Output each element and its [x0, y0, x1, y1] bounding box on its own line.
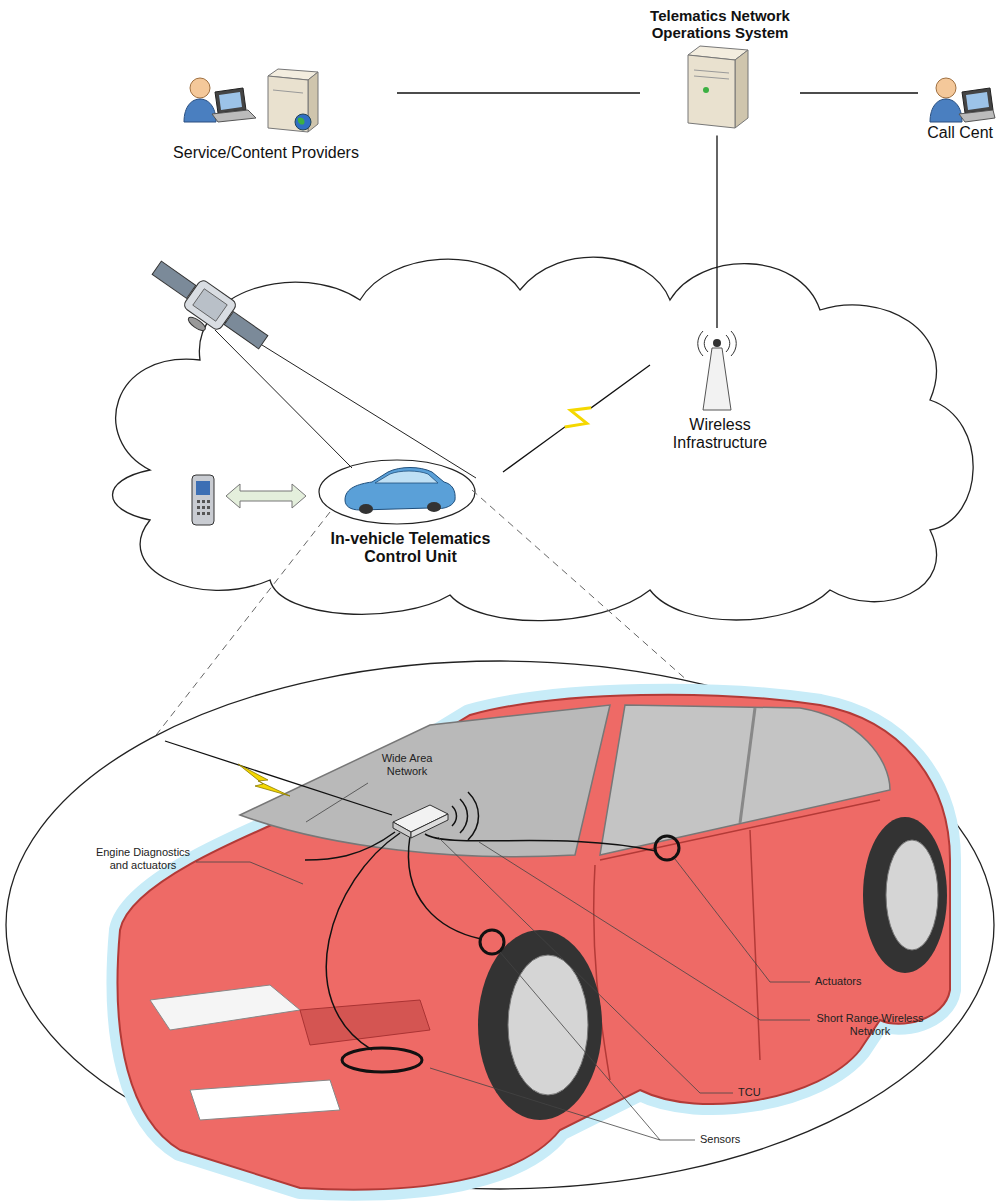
- callout-label: Actuators: [815, 975, 875, 988]
- callout-label: TCU: [738, 1086, 778, 1099]
- mobile-phone-icon: [192, 475, 214, 525]
- connector: [800, 92, 918, 93]
- connector: [503, 365, 650, 472]
- callout-label: Wide Area Network: [372, 752, 442, 778]
- car-illustration: [118, 695, 951, 1190]
- short-range-waves: [452, 792, 479, 840]
- label-holder: TCU: [738, 1086, 778, 1099]
- node-label: Wireless Infrastructure: [652, 416, 788, 453]
- content-server-icon: [268, 69, 318, 132]
- sensor-marker: [480, 930, 504, 954]
- callout-label: Engine Diagnostics and actuators: [92, 846, 194, 872]
- lightning-bolt: [238, 764, 290, 796]
- operations-server-icon: [688, 46, 748, 128]
- connector: [716, 136, 717, 329]
- actuator-marker: [655, 836, 679, 860]
- vehicle-wiring: [305, 832, 656, 1050]
- label-holder: Actuators: [815, 975, 875, 988]
- node-label: Call Cent: [920, 124, 993, 142]
- label-holder: Short Range Wireless Network: [815, 1012, 925, 1038]
- satellite-link: [215, 330, 352, 468]
- node-label: In-vehicle Telematics Control Unit: [320, 530, 501, 567]
- tower-node: Wireless Infrastructure: [650, 328, 790, 455]
- sensor-marker: [342, 1048, 422, 1072]
- label-holder: Engine Diagnostics and actuators: [92, 846, 194, 872]
- satellite-icon: [141, 254, 273, 365]
- node-label: Service/Content Providers: [137, 144, 395, 162]
- leader-lines: [196, 783, 810, 1140]
- node-label: Telematics Network Operations System: [642, 7, 798, 42]
- label-holder: Sensors: [700, 1133, 750, 1146]
- label-holder: Wide Area Network: [372, 752, 442, 778]
- bluetooth-double-arrow: [226, 484, 306, 508]
- connector: [397, 92, 640, 93]
- wireless-tower-icon: [698, 331, 737, 410]
- vehicle-node: In-vehicle Telematics Control Unit: [318, 458, 503, 569]
- callout-label: Sensors: [700, 1133, 750, 1146]
- call-center-person-icon: [930, 78, 995, 122]
- vehicle-ellipse: [319, 460, 475, 524]
- server-node: Telematics Network Operations System: [640, 5, 800, 136]
- wan-link: [165, 741, 392, 815]
- satellite-link: [225, 322, 476, 478]
- provider-node: Service/Content Providers: [135, 62, 397, 164]
- network-cloud: [113, 257, 974, 621]
- vehicle-icon: [345, 468, 455, 515]
- call-center-node: Call Cent: [918, 62, 995, 144]
- provider-person-icon: [184, 78, 256, 122]
- lightning-bolt: [565, 408, 591, 427]
- callout-label: Short Range Wireless Network: [815, 1012, 925, 1038]
- tcu-device: [393, 805, 448, 838]
- vehicle-detail-ellipse: [6, 661, 994, 1189]
